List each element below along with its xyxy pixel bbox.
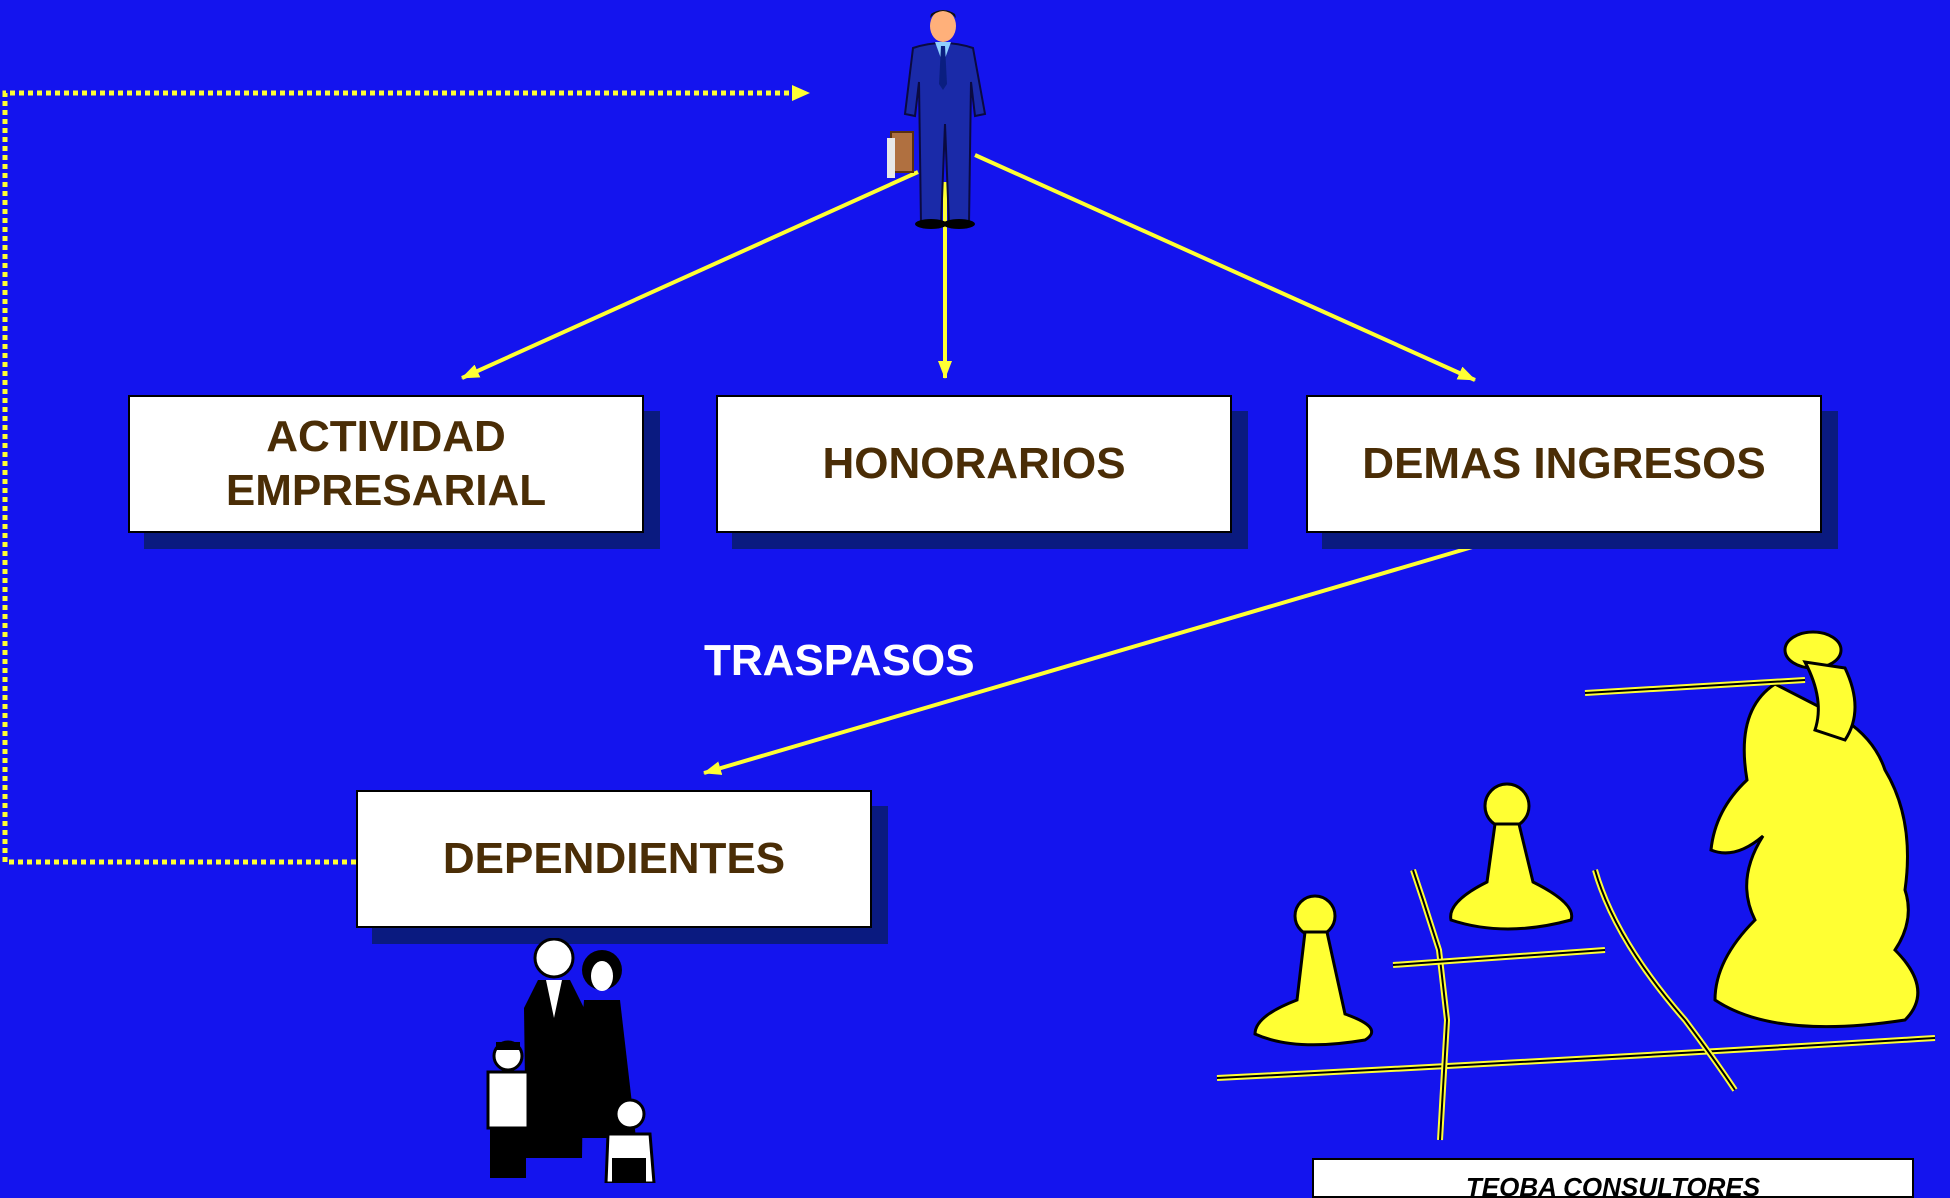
node-honorarios-label: HONORARIOS — [822, 439, 1126, 488]
node-demas-ingresos: DEMAS INGRESOS — [1306, 395, 1822, 533]
node-dependientes: DEPENDIENTES — [356, 790, 872, 928]
arrow-to-actividad — [461, 170, 919, 380]
node-actividad-line2: EMPRESARIAL — [225, 466, 547, 515]
chess-pieces-icon — [1216, 630, 1936, 1141]
arrow-traspasos — [703, 531, 1521, 775]
node-honorarios: HONORARIOS — [716, 395, 1232, 533]
node-dependientes-label: DEPENDIENTES — [442, 834, 786, 883]
dotted-feedback-arrow — [2, 90, 790, 865]
family-icon — [486, 938, 656, 1183]
node-demas-ingresos-label: DEMAS INGRESOS — [1362, 439, 1766, 488]
footer-credit: TEOBA CONSULTORES — [1312, 1158, 1914, 1198]
businessman-icon — [887, 10, 987, 229]
dotted-feedback-arrowhead — [792, 85, 810, 101]
edge-label-traspasos: TRASPASOS — [704, 636, 975, 685]
arrow-to-demas-ingresos — [974, 153, 1476, 382]
node-actividad-empresarial: ACTIVIDAD EMPRESARIAL — [128, 395, 644, 533]
node-actividad-line1: ACTIVIDAD — [266, 412, 506, 461]
footer-credit-text: TEOBA CONSULTORES — [1465, 1172, 1761, 1198]
